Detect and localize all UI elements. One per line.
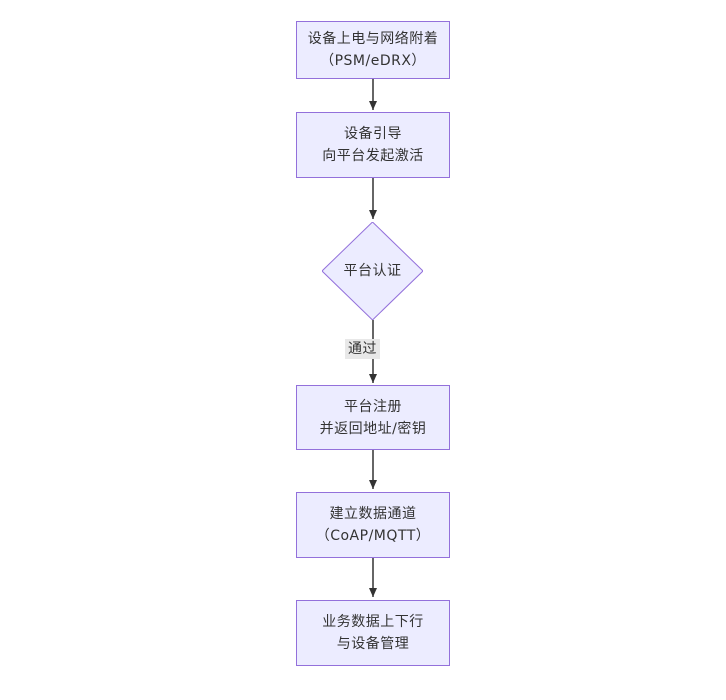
node-power-attach: 设备上电与网络附着 （PSM/eDRX） (296, 21, 450, 79)
node-label: 业务数据上下行 与设备管理 (322, 614, 424, 652)
node-business: 业务数据上下行 与设备管理 (296, 600, 450, 666)
node-label: 设备引导 向平台发起激活 (322, 126, 424, 164)
edge-label-pass: 通过 (345, 339, 380, 359)
diamond-shape (322, 222, 423, 320)
node-register: 平台注册 并返回地址/密钥 (296, 385, 450, 450)
node-bootstrap: 设备引导 向平台发起激活 (296, 112, 450, 178)
node-data-channel: 建立数据通道 （CoAP/MQTT） (296, 492, 450, 558)
node-label: 建立数据通道 （CoAP/MQTT） (315, 506, 431, 544)
node-label: 设备上电与网络附着 （PSM/eDRX） (307, 31, 439, 69)
node-label: 平台注册 并返回地址/密钥 (319, 398, 427, 437)
node-label: 平台认证 (343, 263, 402, 279)
node-platform-auth: 平台认证 (322, 222, 423, 320)
